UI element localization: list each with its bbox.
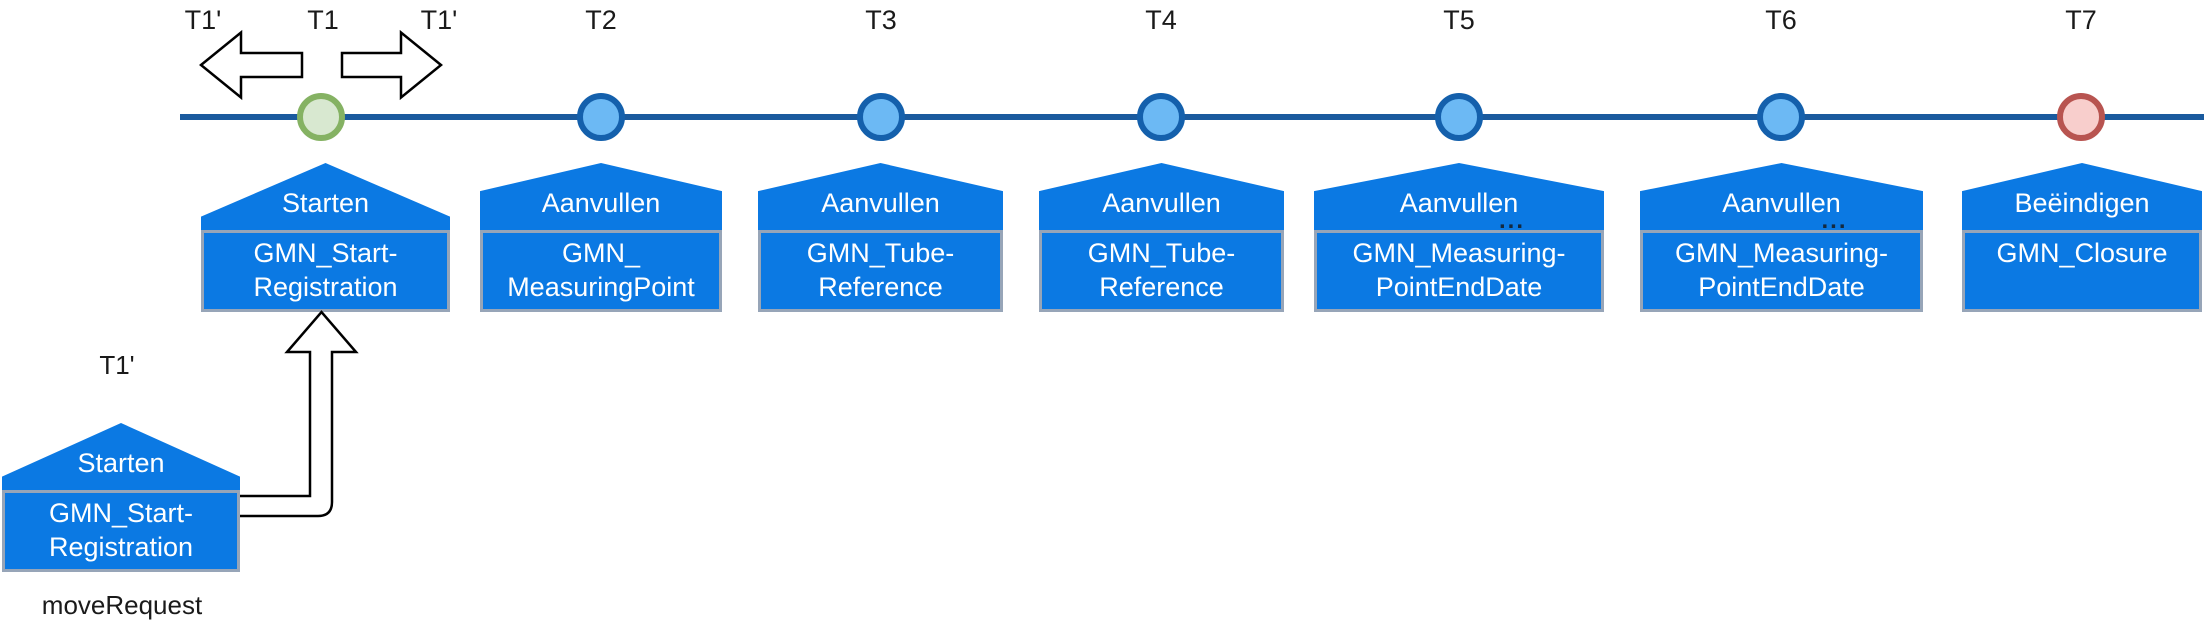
stage-entity-box: GMN_Measuring- PointEndDate — [1314, 230, 1604, 312]
stage-card-t5: Aanvullen ... GMN_Measuring- PointEndDat… — [1314, 163, 1604, 312]
time-label-t1-prime-detached: T1' — [99, 350, 135, 380]
stage-card-move-request: Starten GMN_Start- Registration — [2, 423, 240, 572]
timeline-node-t2 — [577, 93, 625, 141]
time-label-t6: T6 — [1765, 5, 1797, 35]
timeline-node-t1-start — [297, 93, 345, 141]
timeline-node-t7-end — [2057, 93, 2105, 141]
stage-card-t7: Beëindigen GMN_Closure — [1962, 163, 2202, 312]
stage-action-label: Aanvullen — [1102, 188, 1221, 218]
time-label-t3: T3 — [865, 5, 897, 35]
stage-entity-box: GMN_Closure — [1962, 230, 2202, 312]
stage-action-label: Aanvullen — [1399, 188, 1519, 218]
stage-entity-line: GMN_Tube- — [1087, 238, 1236, 268]
timeline-node-t5 — [1435, 93, 1483, 141]
stage-entity-box: GMN_Tube- Reference — [758, 230, 1003, 312]
stage-entity-box: GMN_Tube- Reference — [1039, 230, 1284, 312]
stage-entity-box: GMN_Start- Registration — [201, 230, 450, 312]
stage-entity-line: Registration — [253, 272, 398, 302]
stage-entity-line: Registration — [48, 532, 194, 562]
stage-card-t6: Aanvullen ... GMN_Measuring- PointEndDat… — [1640, 163, 1923, 312]
time-label-t2: T2 — [585, 5, 617, 35]
stage-action-label: Beëindigen — [2014, 188, 2150, 218]
time-label-t1-prime-right: T1' — [420, 5, 458, 35]
stage-entity-line: GMN_Tube- — [806, 238, 955, 268]
stage-entity-line: GMN_Closure — [1996, 238, 2168, 268]
stage-action-label: Starten — [77, 448, 165, 478]
time-label-t1: T1 — [307, 5, 339, 35]
timeline-node-t4 — [1137, 93, 1185, 141]
stage-action-label: Aanvullen — [1722, 188, 1841, 218]
stage-entity-box: GMN_ MeasuringPoint — [480, 230, 722, 312]
stage-entity-box: GMN_Start- Registration — [2, 490, 240, 572]
stage-ellipsis: ... — [1821, 207, 1848, 234]
stage-ellipsis: ... — [1499, 207, 1526, 234]
stage-action-label: Starten — [281, 188, 370, 218]
time-label-t7: T7 — [2065, 5, 2097, 35]
stage-action-label: Aanvullen — [821, 188, 940, 218]
stage-card-t3: Aanvullen GMN_Tube- Reference — [758, 163, 1003, 312]
timeline-node-t6 — [1757, 93, 1805, 141]
time-label-t5: T5 — [1443, 5, 1475, 35]
move-right-arrow-icon — [340, 29, 443, 101]
stage-action-label: Aanvullen — [541, 188, 661, 218]
stage-entity-line: GMN_Start- — [253, 238, 398, 268]
stage-entity-line: Reference — [818, 272, 943, 302]
move-request-caption: moveRequest — [41, 590, 203, 620]
stage-entity-line: GMN_Measuring- — [1352, 238, 1566, 268]
time-label-t4: T4 — [1145, 5, 1177, 35]
timeline-axis — [180, 114, 2204, 120]
timeline-node-t3 — [857, 93, 905, 141]
stage-entity-line: PointEndDate — [1698, 272, 1865, 302]
stage-entity-line: Reference — [1099, 272, 1224, 302]
stage-entity-box: GMN_Measuring- PointEndDate — [1640, 230, 1923, 312]
stage-card-t4: Aanvullen GMN_Tube- Reference — [1039, 163, 1284, 312]
elbow-connector-arrow-icon — [240, 310, 359, 518]
move-left-arrow-icon — [199, 29, 304, 101]
stage-entity-line: GMN_ — [561, 238, 640, 268]
stage-entity-line: MeasuringPoint — [507, 272, 695, 302]
stage-entity-line: GMN_Start- — [48, 498, 194, 528]
stage-card-t1: Starten GMN_Start- Registration — [201, 163, 450, 312]
stage-card-t2: Aanvullen GMN_ MeasuringPoint — [480, 163, 722, 312]
stage-entity-line: GMN_Measuring- — [1674, 238, 1889, 268]
stage-entity-line: PointEndDate — [1375, 272, 1543, 302]
time-label-t1-prime-left: T1' — [184, 5, 222, 35]
